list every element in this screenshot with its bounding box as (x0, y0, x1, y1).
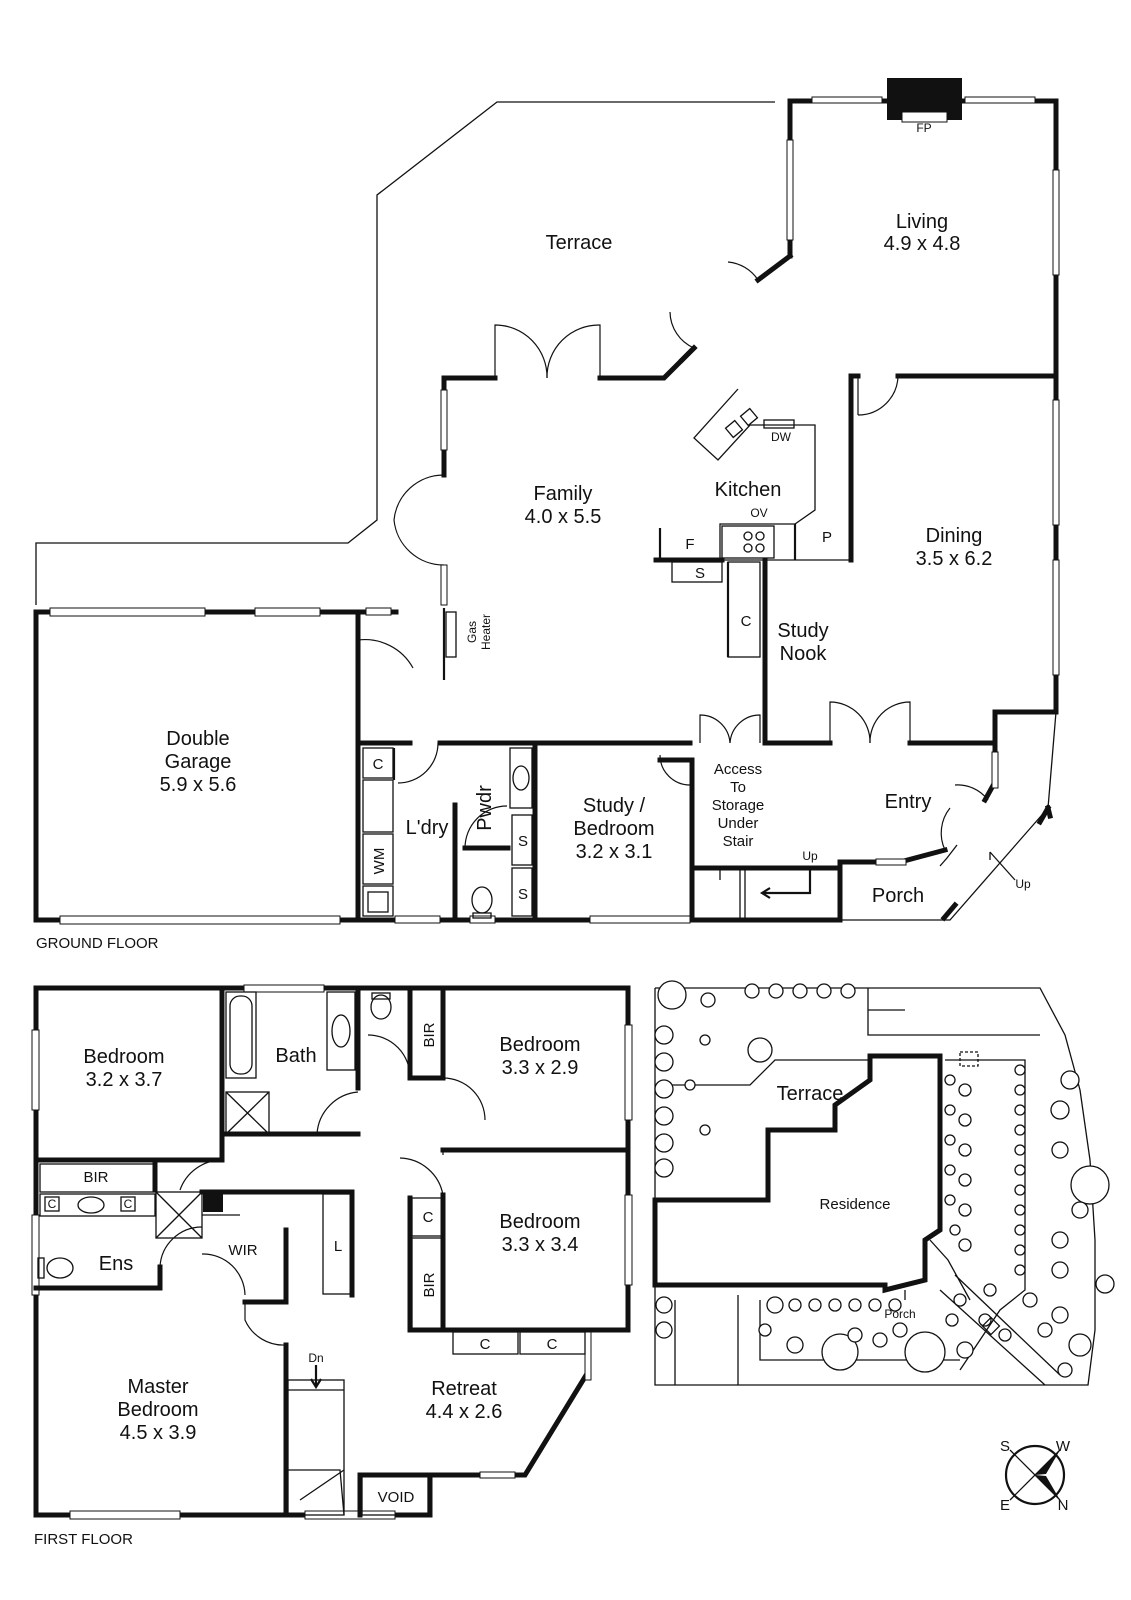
void-label: VOID (378, 1489, 415, 1506)
porch-up-label: Up (1015, 877, 1031, 891)
oven-label: OV (750, 506, 767, 520)
ground-floor-plan (33, 78, 1060, 925)
first-floor-plan (31, 984, 633, 1520)
wm-label: WM (371, 848, 388, 875)
first-floor-outer-walls (33, 985, 631, 1518)
compass: S W E N (1000, 1438, 1071, 1514)
bath-label: Bath (275, 1045, 316, 1067)
laundry-cupboard-label: C (373, 756, 384, 773)
porch-label: Porch (872, 885, 924, 907)
bir-3-label: BIR (421, 1272, 438, 1297)
garage-label-1: Double (166, 728, 229, 750)
living-size: 4.9 x 4.8 (884, 233, 961, 255)
family-north-wall (441, 375, 498, 478)
living-label: Living (896, 211, 948, 233)
compass-w: W (1056, 1438, 1071, 1455)
dining-size: 3.5 x 6.2 (916, 548, 993, 570)
family-size: 4.0 x 5.5 (525, 506, 602, 528)
bedroom-2-label: Bedroom (499, 1034, 580, 1056)
first-floor-labels: Bedroom 3.2 x 3.7 Bath BIR Bedroom 3.3 x… (34, 1022, 581, 1548)
study-nook-label-1: Study (777, 620, 828, 642)
bedroom-2-size: 3.3 x 2.9 (502, 1057, 579, 1079)
kitchen-label: Kitchen (715, 479, 782, 501)
stair-down-label: Dn (308, 1351, 323, 1365)
ground-floor-title: GROUND FLOOR (36, 935, 159, 952)
bedroom-1-label: Bedroom (83, 1046, 164, 1068)
wir-label: WIR (228, 1242, 257, 1259)
bedroom-1-size: 3.2 x 3.7 (86, 1069, 163, 1091)
site-porch-label: Porch (884, 1307, 915, 1321)
access-label-1: Access (714, 761, 762, 778)
study-nook-label-2: Nook (780, 643, 828, 665)
bedroom-3-size: 3.3 x 3.4 (502, 1234, 579, 1256)
shower-label-2: S (518, 886, 528, 903)
nook-cupboard-label: C (741, 613, 752, 630)
family-label: Family (534, 483, 593, 505)
ens-cupboard-right-label: C (124, 1197, 133, 1211)
master-bedroom-label-2: Bedroom (117, 1399, 198, 1421)
study-bedroom-size: 3.2 x 3.1 (576, 841, 653, 863)
powder-label: Pwdr (474, 785, 496, 831)
site-trees (654, 980, 1115, 1378)
laundry-label: L'dry (406, 817, 449, 839)
access-label-2: To (730, 779, 746, 796)
gas-heater-label-2: Heater (479, 614, 493, 650)
bed3-cupboard-label: C (423, 1209, 434, 1226)
ens-cupboard-left-label: C (48, 1197, 57, 1211)
site-terrace-label: Terrace (777, 1083, 844, 1105)
shower-label-1: S (518, 833, 528, 850)
site-residence-label: Residence (820, 1196, 891, 1213)
dining-label: Dining (926, 525, 983, 547)
site-plan: Terrace Residence Porch (652, 980, 1115, 1386)
pantry-label: P (822, 529, 832, 546)
master-bedroom-size: 4.5 x 3.9 (120, 1422, 197, 1444)
compass-n: N (1058, 1497, 1069, 1514)
access-label-3: Storage (712, 797, 765, 814)
bedroom-3-label: Bedroom (499, 1211, 580, 1233)
washing-machine-area (362, 833, 394, 885)
entry-label: Entry (885, 791, 932, 813)
ground-floor-labels: Terrace Living 4.9 x 4.8 FP Family 4.0 x… (36, 121, 1031, 952)
garage-size: 5.9 x 5.6 (160, 774, 237, 796)
linen-label: L (334, 1238, 342, 1255)
access-label-4: Under (718, 815, 759, 832)
study-bedroom-label-1: Study / (583, 795, 646, 817)
sink-label: S (695, 565, 705, 582)
kitchen-bench (693, 388, 850, 561)
garage-label-2: Garage (165, 751, 232, 773)
study-bedroom-label-2: Bedroom (573, 818, 654, 840)
retreat-cupboard-1-label: C (480, 1336, 491, 1353)
retreat-label: Retreat (431, 1378, 497, 1400)
compass-s: S (1000, 1438, 1010, 1455)
retreat-size: 4.4 x 2.6 (426, 1401, 503, 1423)
stair-up-label: Up (802, 849, 818, 863)
compass-e: E (1000, 1497, 1010, 1514)
access-label-5: Stair (723, 833, 754, 850)
fridge-label: F (685, 536, 694, 553)
first-floor-title: FIRST FLOOR (34, 1531, 133, 1548)
gas-heater-label-1: Gas (465, 621, 479, 643)
terrace-outline (35, 101, 775, 605)
ensuite-label: Ens (99, 1253, 133, 1275)
retreat-cupboard-2-label: C (547, 1336, 558, 1353)
bir-1-label: BIR (421, 1022, 438, 1047)
bir-2-label: BIR (83, 1169, 108, 1186)
master-bedroom-label-1: Master (127, 1376, 188, 1398)
fireplace-label: FP (916, 121, 931, 135)
dishwasher-label: DW (771, 430, 792, 444)
residence-outline (652, 1053, 943, 1294)
terrace-label: Terrace (546, 232, 613, 254)
